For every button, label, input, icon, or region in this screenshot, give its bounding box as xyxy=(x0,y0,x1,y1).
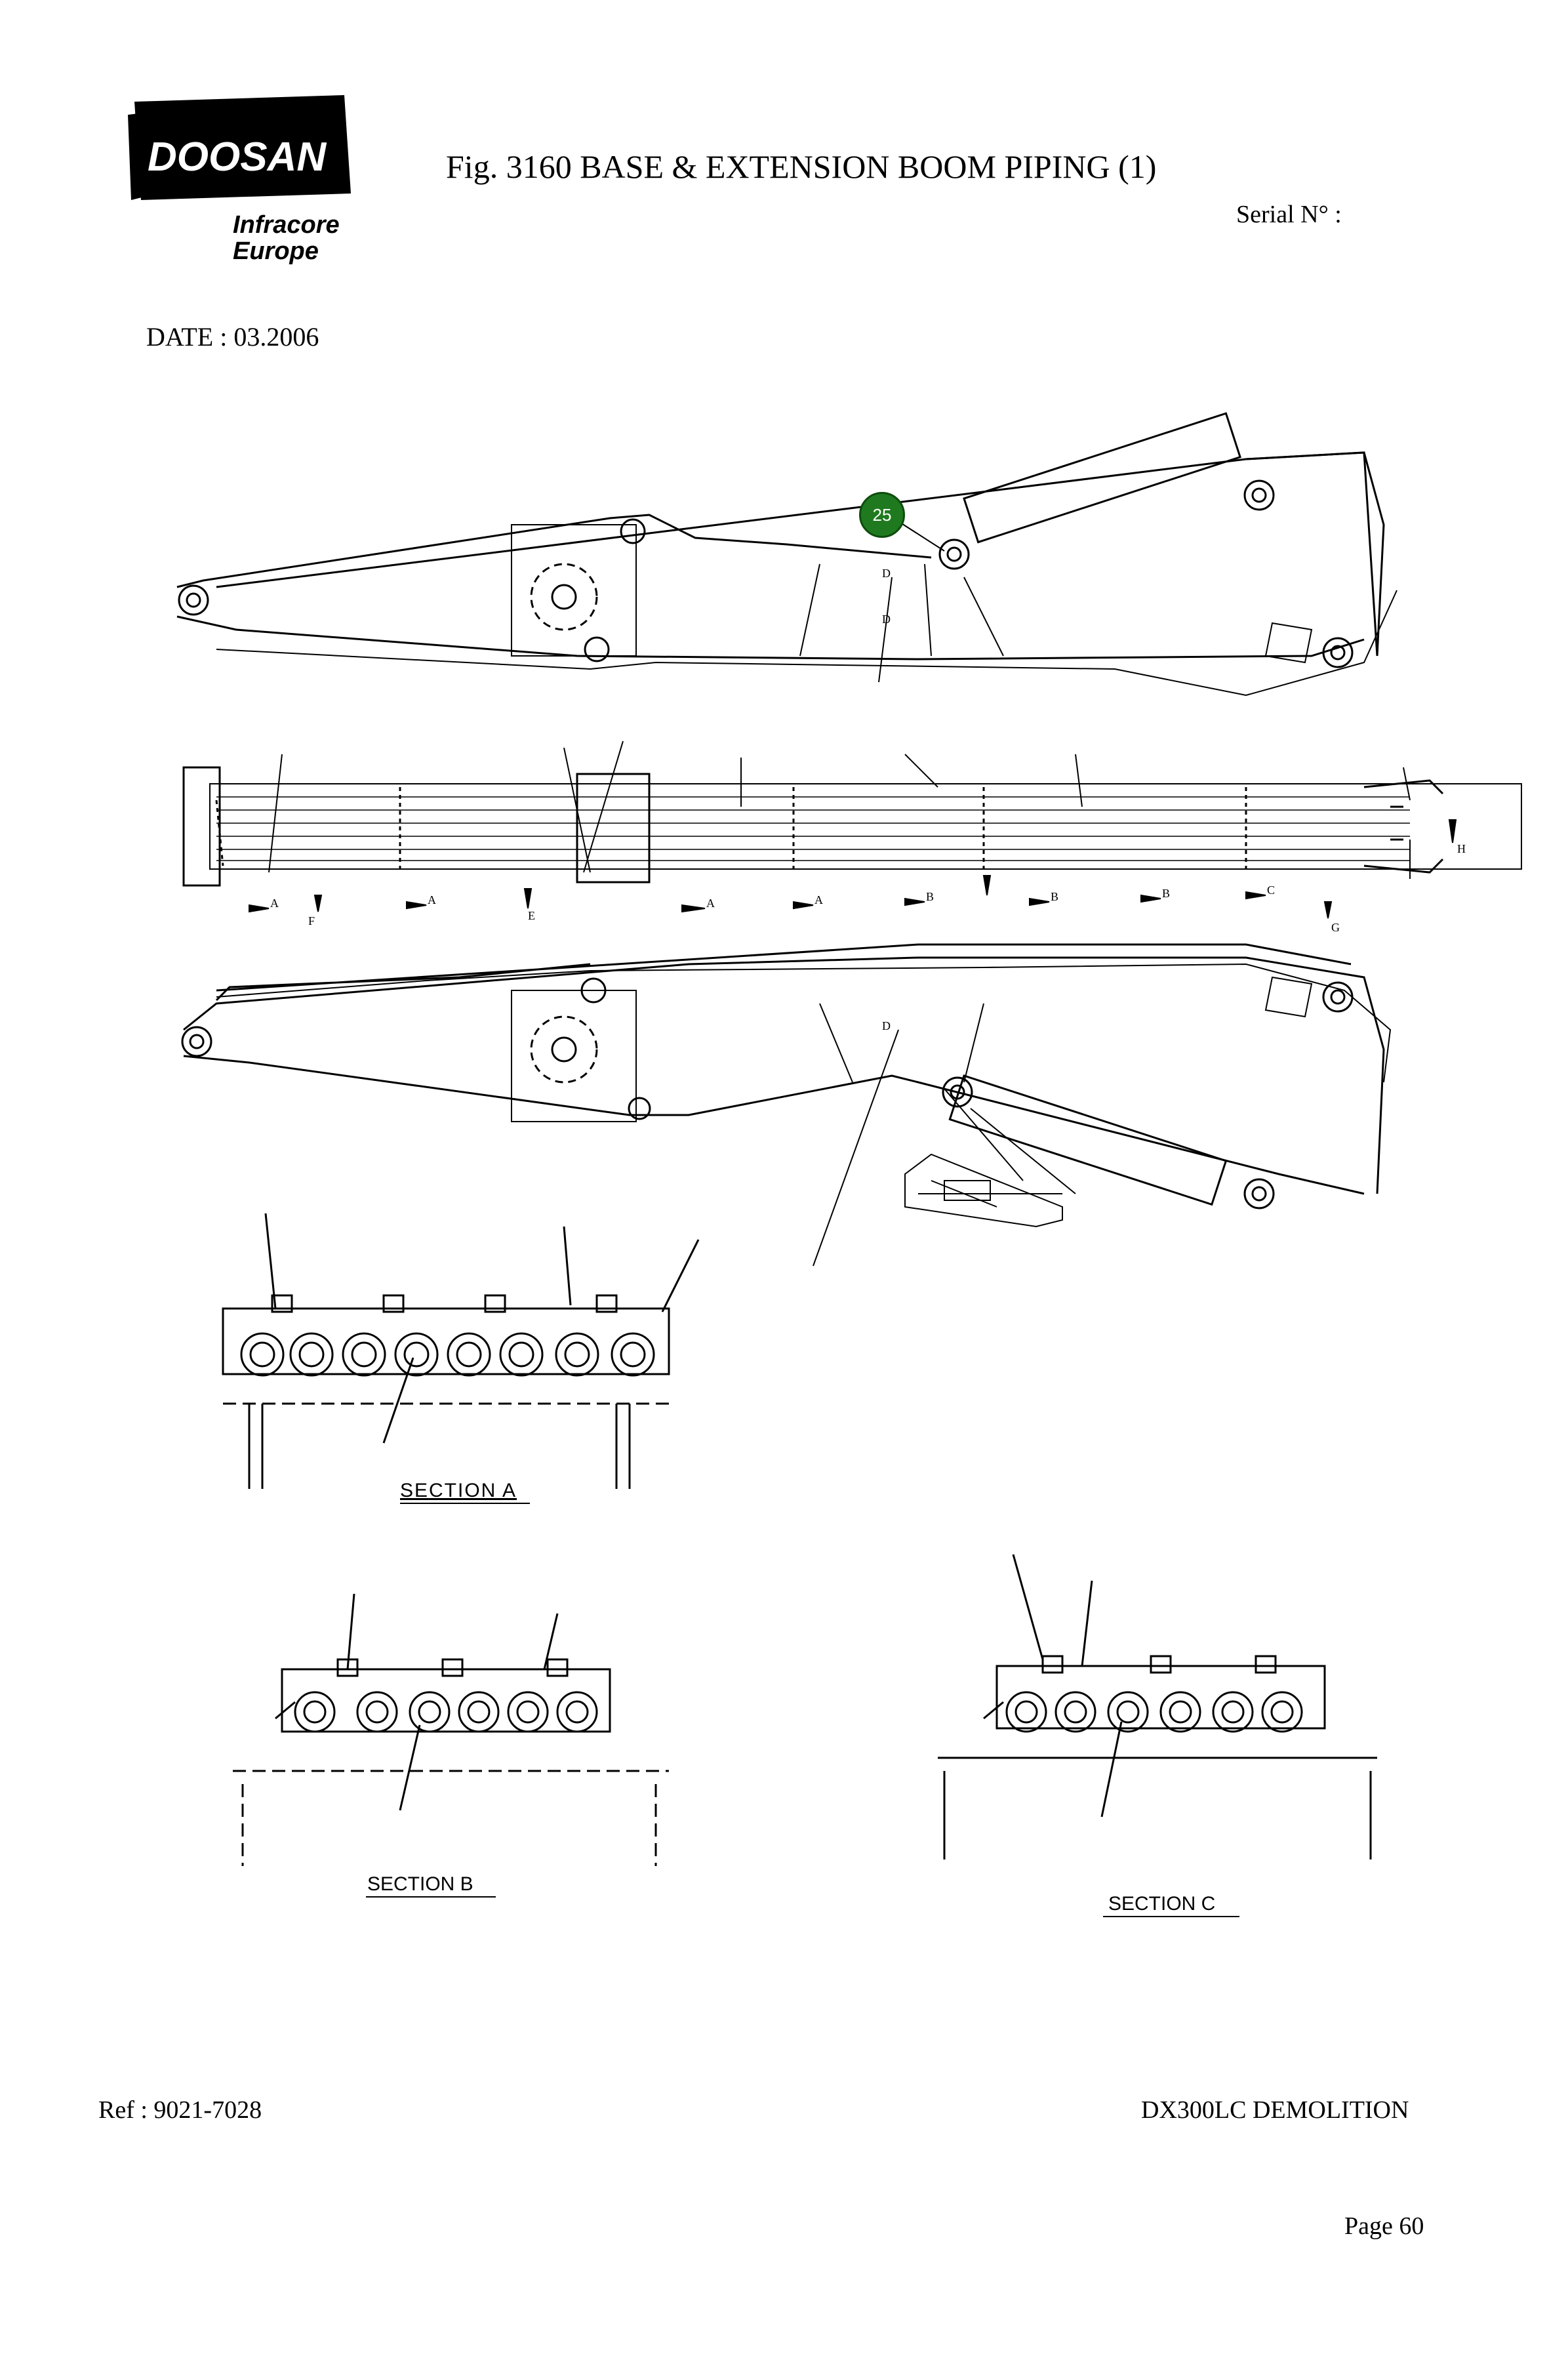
page-number: Page 60 xyxy=(1344,2212,1424,2240)
section-c-drawing xyxy=(938,1554,1377,1859)
marker-h-1: H xyxy=(1457,842,1466,855)
marker-f-1: F xyxy=(308,914,315,927)
marker-a-2: A xyxy=(428,893,436,906)
section-b-label: SECTION B xyxy=(367,1873,473,1895)
section-b-drawing xyxy=(233,1593,669,1866)
marker-d-2: D xyxy=(882,613,891,626)
marker-b-1: B xyxy=(926,890,934,903)
view-marker-labels: A A A A B B B C D D D E F G H xyxy=(270,567,1466,1032)
section-a-label: SECTION A xyxy=(400,1480,517,1501)
doosan-logo: DOOSAN Infracore Europe xyxy=(128,95,403,279)
marker-g-1: G xyxy=(1331,921,1340,934)
marker-a-3: A xyxy=(706,897,715,910)
detail-inset xyxy=(904,1153,1063,1228)
date-value: : 03.2006 xyxy=(213,322,319,352)
side-view-lower xyxy=(181,943,1392,1209)
side-view-upper xyxy=(176,412,1397,697)
plan-view xyxy=(182,766,1522,887)
leader-lines xyxy=(268,521,1083,1267)
date-label: DATE xyxy=(146,322,214,352)
machine-model: DX300LC DEMOLITION xyxy=(1141,2096,1409,2124)
marker-b-2: B xyxy=(1051,890,1058,903)
logo-brand-text: DOOSAN xyxy=(148,134,327,180)
serial-number-label: Serial N° : xyxy=(1236,201,1342,228)
logo-division-line2: Europe xyxy=(233,237,319,265)
marker-b-3: B xyxy=(1162,887,1170,900)
section-c-label: SECTION C xyxy=(1108,1893,1215,1915)
part-callout-25[interactable]: 25 xyxy=(859,492,905,538)
marker-e-1: E xyxy=(528,909,535,922)
marker-d-3: D xyxy=(882,1019,891,1032)
marker-d-1: D xyxy=(882,567,891,580)
date-line: DATE : 03.2006 xyxy=(146,321,319,352)
logo-division-line1: Infracore xyxy=(233,211,340,239)
marker-c-1: C xyxy=(1267,884,1275,897)
reference-number: Ref : 9021-7028 xyxy=(98,2096,262,2124)
marker-a-4: A xyxy=(814,893,823,906)
figure-title: Fig. 3160 BASE & EXTENSION BOOM PIPING (… xyxy=(446,148,1157,185)
logo-mark: DOOSAN Infracore Europe xyxy=(128,95,351,265)
section-a-drawing xyxy=(222,1213,700,1489)
marker-a-1: A xyxy=(270,897,279,910)
view-markers xyxy=(249,819,1457,919)
